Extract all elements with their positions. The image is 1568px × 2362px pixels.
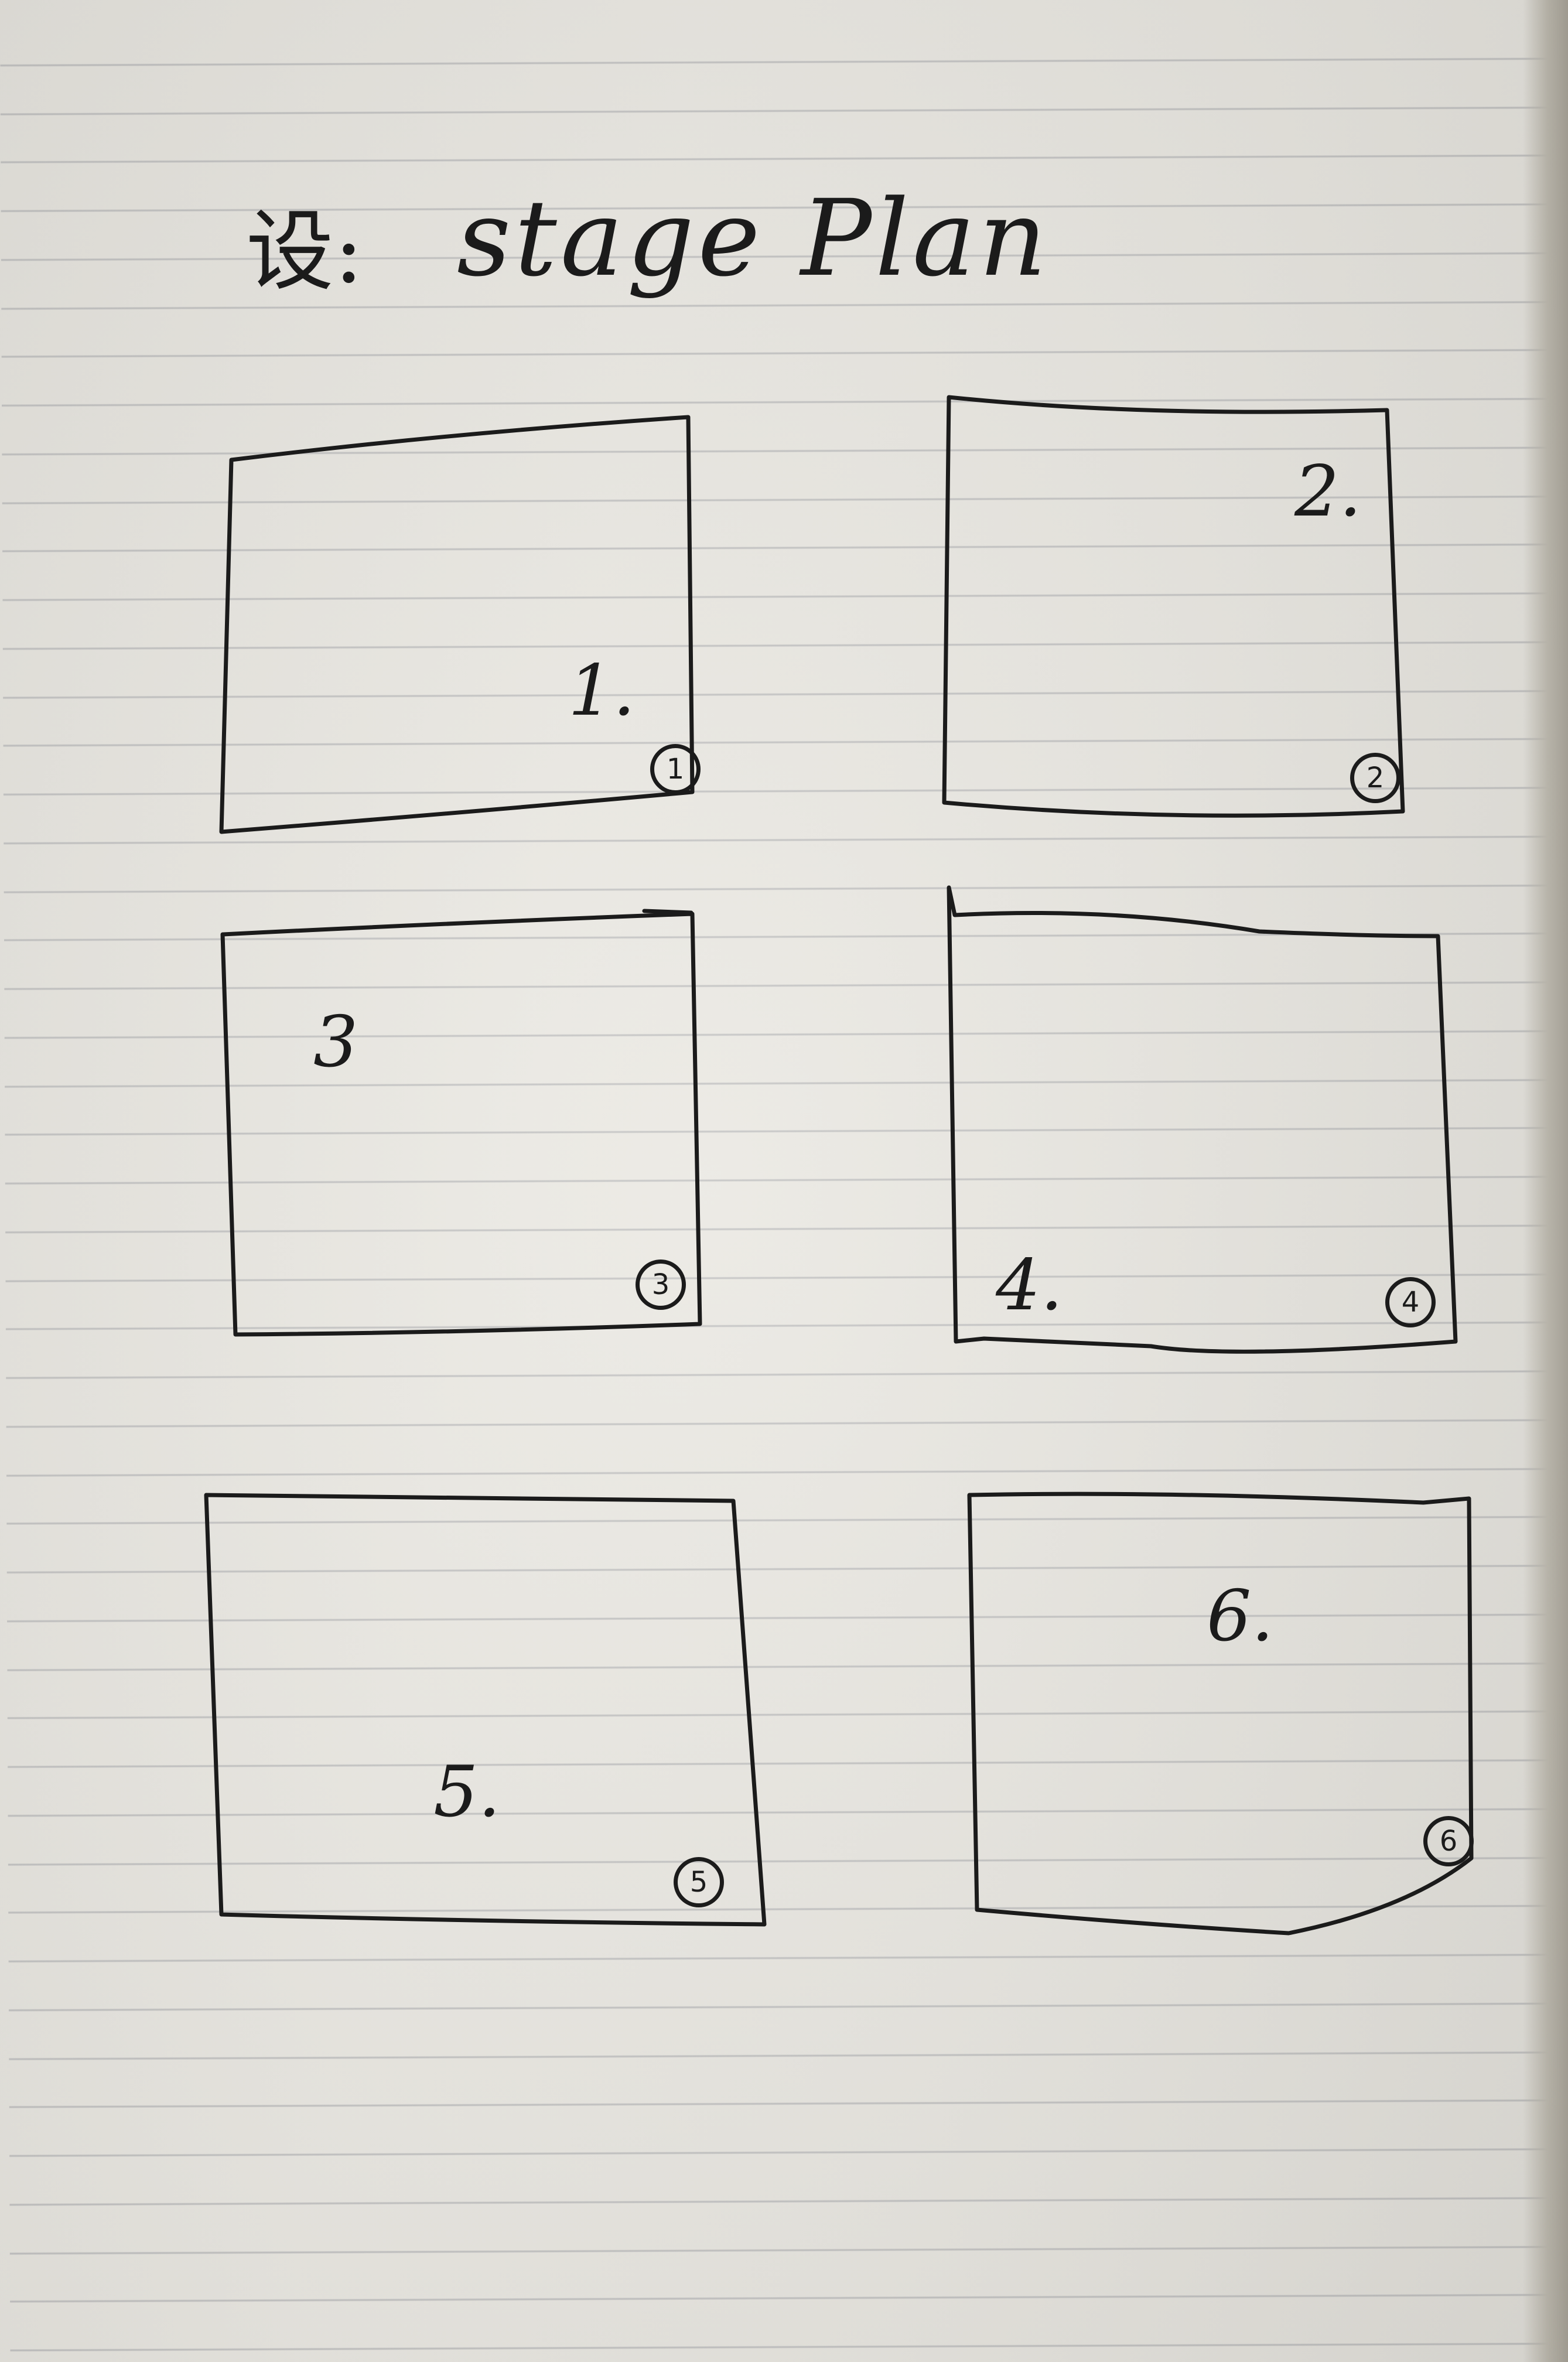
panel-5-circled-number: 5 [674, 1857, 724, 1907]
panel-3-label: 3 [313, 1002, 358, 1083]
panel-3-circled-number: 3 [636, 1259, 686, 1310]
page-title: stage Plan [457, 178, 1050, 300]
panel-4-frame [947, 885, 1458, 1354]
panel-6-circled-number: 6 [1423, 1816, 1474, 1866]
panel-5-label: 5. [433, 1752, 501, 1833]
panel-6-label: 6. [1207, 1576, 1274, 1657]
page-edge [1523, 0, 1568, 2362]
panel-1-frame [219, 415, 695, 834]
panel-1-label: 1. [568, 650, 636, 732]
panel-2-circled-number: 2 [1350, 753, 1400, 803]
panel-6-frame [967, 1491, 1474, 1936]
title-prefix: 设: [246, 201, 364, 303]
panel-2-label: 2. [1294, 451, 1362, 533]
panel-4-circled-number: 4 [1385, 1277, 1436, 1327]
panel-4-label: 4. [996, 1245, 1063, 1326]
panel-1-circled-number: 1 [650, 744, 701, 794]
panel-3-frame [220, 909, 702, 1337]
panel-2-frame [942, 395, 1405, 818]
panel-5-frame [204, 1493, 767, 1927]
